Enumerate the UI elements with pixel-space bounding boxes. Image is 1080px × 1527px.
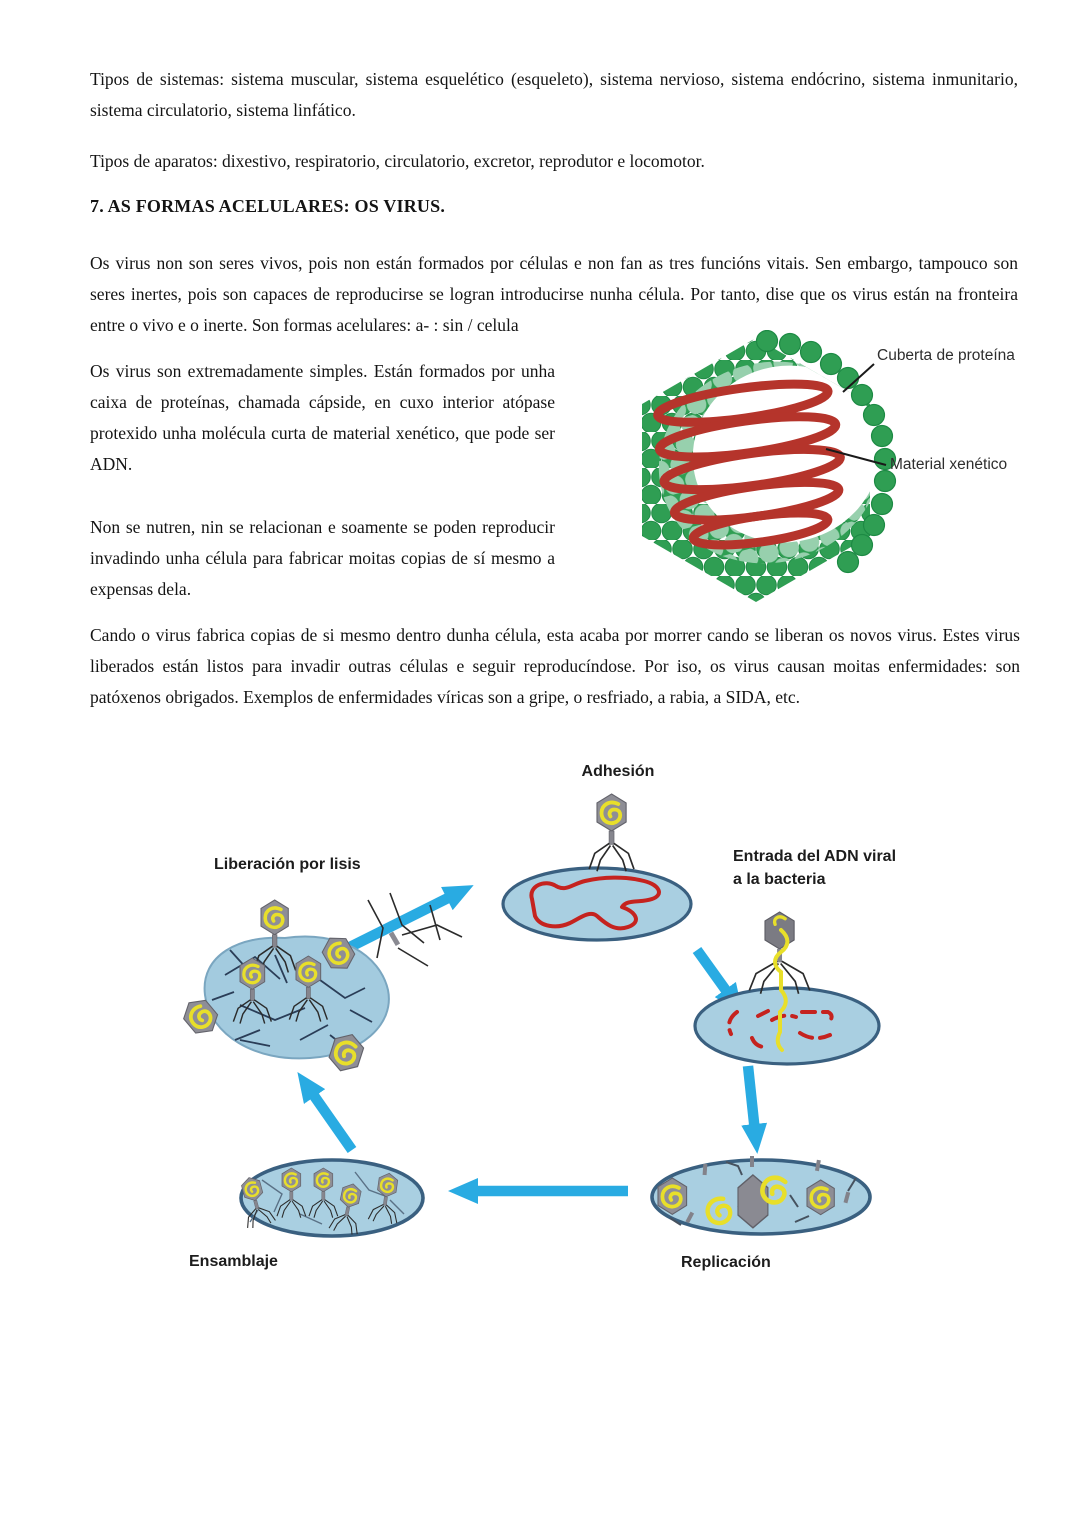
paragraph-virus-nutren: Non se nutren, nin se relacionan e soame… — [90, 517, 555, 599]
stage-release-lysis — [178, 892, 463, 1075]
stage-assembly — [235, 1158, 425, 1238]
capsid-bead-arc-icon — [755, 330, 897, 574]
stage-replication — [650, 1156, 872, 1236]
label-capsid: Cuberta de proteína — [877, 347, 1015, 364]
arrow-adhesion-to-entry — [692, 946, 743, 1014]
virus-structure-figure: Cuberta de proteína Material xenético — [642, 330, 1015, 602]
genetic-material-leader-line — [825, 448, 887, 466]
label-replication: Replicación — [681, 1254, 771, 1271]
assembly-fibers — [249, 1171, 405, 1225]
label-adhesion: Adhesión — [582, 763, 655, 780]
broken-tail-fibers-icon — [367, 892, 463, 967]
paragraph-tipos-aparatos: Tipos de aparatos: dixestivo, respirator… — [90, 151, 705, 171]
label-assembly: Ensamblaje — [189, 1253, 278, 1270]
capsid-parts-icons — [685, 1156, 851, 1224]
label-release-lysis: Liberación por lisis — [214, 856, 361, 873]
label-entry-line2: a la bacteria — [733, 871, 826, 888]
viral-dna-strand-icon — [773, 928, 790, 1052]
cycle-arrows — [297, 885, 768, 1204]
virus-capsid-body-icon — [642, 338, 870, 602]
arrow-release-to-adhesion — [337, 885, 474, 957]
lysed-cell — [203, 935, 390, 1060]
bacterium-cell — [693, 986, 881, 1066]
stage-adhesion — [501, 794, 693, 942]
capsid-leader-line — [842, 363, 875, 393]
genetic-material-coil-icon — [653, 379, 845, 550]
paragraph-tipos-sistemas: Tipos de sistemas: sistema muscular, sis… — [90, 69, 1018, 120]
section-heading-virus: 7. AS FORMAS ACELULARES: OS VIRUS. — [90, 196, 446, 216]
lytic-cycle-figure: Adhesión Entrada del ADN viral a la bact… — [140, 763, 896, 1271]
stage-entry — [693, 911, 881, 1066]
bacterium-cell — [501, 866, 693, 942]
phage-injecting-icon — [748, 911, 811, 1052]
label-entry-line1: Entrada del ADN viral — [733, 848, 896, 865]
arrow-entry-to-replication — [741, 1065, 768, 1154]
arrow-assembly-to-release — [297, 1071, 357, 1154]
tail-part-icon — [388, 931, 401, 947]
phage-icon — [589, 794, 634, 871]
paragraph-virus-intro: Os virus non son seres vivos, pois non e… — [90, 253, 1018, 335]
paragraph-virus-simple: Os virus son extremadamente simples. Est… — [90, 361, 555, 474]
label-genetic-material: Material xenético — [890, 456, 1007, 473]
paragraph-virus-enfermidades: Cando o virus fabrica copias de si mesmo… — [90, 625, 1020, 707]
fragmented-dna-icon — [727, 1009, 834, 1050]
bacterium-cell — [239, 1158, 425, 1238]
bacterial-dna-loop-icon — [529, 875, 661, 931]
